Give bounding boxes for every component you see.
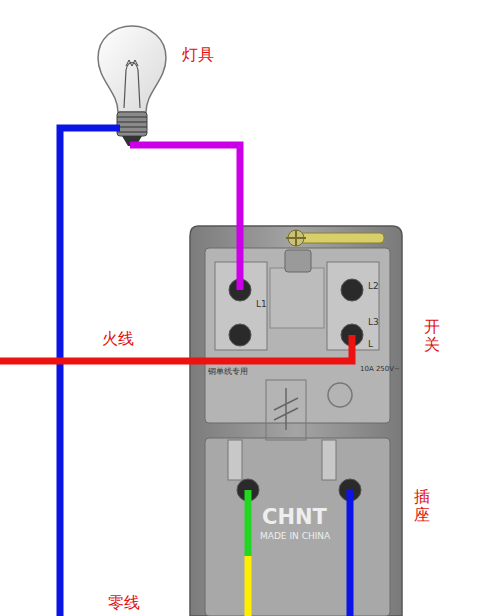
fixture-label: 灯具 [182,46,214,64]
terminal-name: L1 [256,300,267,310]
wires [0,128,352,616]
terminal-name: L [368,340,373,350]
earth-wire-yellow [245,556,252,616]
terminal-name: L2 [368,282,379,292]
earth-wire-green [245,490,252,556]
neutral-wire-label: 零线 [108,594,140,612]
neutral-wire-socket [347,490,354,616]
socket-label: 插座 [414,488,430,523]
live-wire [0,335,352,361]
brand-logo: CHNT [262,506,327,529]
switch-label: 开关 [424,318,440,353]
switch-socket-panel [190,226,402,616]
wire-note: 铜单线专用 [208,368,248,377]
rating-text: 10A 250V~ [360,366,400,374]
terminal-name: L3 [368,318,379,328]
neutral-wire-lamp [60,128,120,616]
switched-wire [130,145,240,290]
live-wire-label: 火线 [102,330,134,348]
origin-text: MADE IN CHINA [260,532,330,542]
